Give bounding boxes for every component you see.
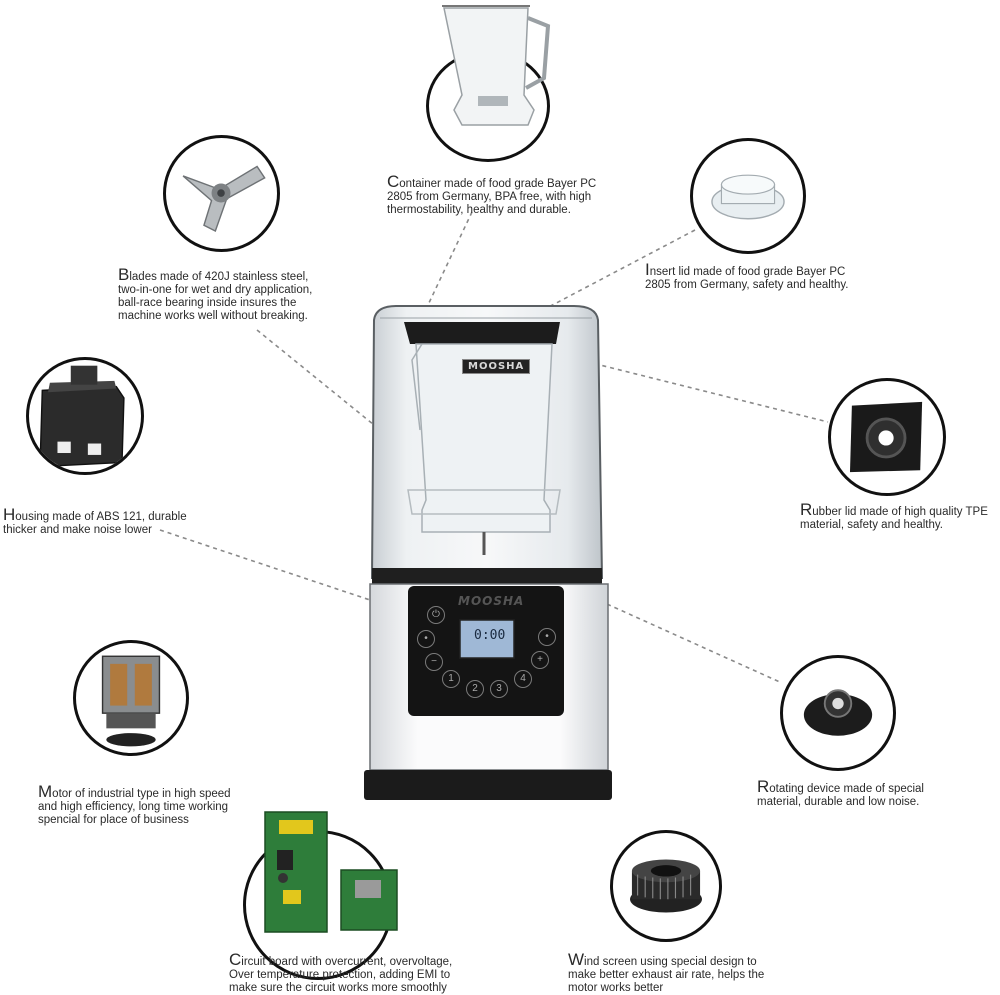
lcd-display: 0:00 xyxy=(474,628,506,643)
callout-container: Container made of food grade Bayer PC 28… xyxy=(387,172,597,216)
power-button[interactable]: ⏻ xyxy=(427,606,445,624)
minus-button[interactable]: − xyxy=(425,653,443,671)
rotating-device-icon xyxy=(803,689,873,736)
motor-circle xyxy=(73,640,189,756)
callout-circuit-board: Circuit board with overcurrent, overvolt… xyxy=(229,950,453,994)
callout-rubber-lid: Rubber lid made of high quality TPE mate… xyxy=(800,500,988,531)
right-control-button[interactable]: • xyxy=(538,628,556,646)
left-control-button[interactable]: • xyxy=(417,630,435,648)
plus-button[interactable]: + xyxy=(531,651,549,669)
callout-rotating-device: Rotating device made of special material… xyxy=(757,777,924,808)
rotating-device-circle xyxy=(780,655,896,771)
rubber-lid-icon xyxy=(849,401,923,473)
callout-blades: Blades made of 420J stainless steel, two… xyxy=(118,265,313,322)
base-brand-logo: MOOSHA xyxy=(458,594,525,608)
blender-product xyxy=(364,305,612,800)
callout-insert-lid: Insert lid made of food grade Bayer PC 2… xyxy=(645,260,849,291)
callout-housing: Housing made of ABS 121, durable thicker… xyxy=(3,505,187,536)
insert-lid-icon xyxy=(711,174,785,220)
wind-screen-circle xyxy=(610,830,722,942)
program-button-2[interactable]: 2 xyxy=(466,680,484,698)
motor-base-icon xyxy=(39,365,125,468)
callout-motor: Motor of industrial type in high speed a… xyxy=(38,782,231,826)
wind-screen-icon xyxy=(630,859,702,913)
motor-base-circle xyxy=(26,357,144,475)
circuit-circle xyxy=(243,811,398,980)
lid-brand-logo: MOOSHA xyxy=(462,359,531,374)
blades-circle xyxy=(163,135,280,252)
rubber-lid-circle xyxy=(828,378,946,496)
program-button-4[interactable]: 4 xyxy=(514,670,532,688)
program-button-1[interactable]: 1 xyxy=(442,670,460,688)
callout-wind-screen: Wind screen using special design to make… xyxy=(568,950,765,994)
motor-icon xyxy=(101,655,161,747)
blade-assembly-icon xyxy=(182,165,266,232)
insert-lid-circle xyxy=(690,138,806,254)
container-jar-icon xyxy=(442,5,551,126)
program-button-3[interactable]: 3 xyxy=(490,680,508,698)
circuit-board-icon xyxy=(264,811,398,933)
